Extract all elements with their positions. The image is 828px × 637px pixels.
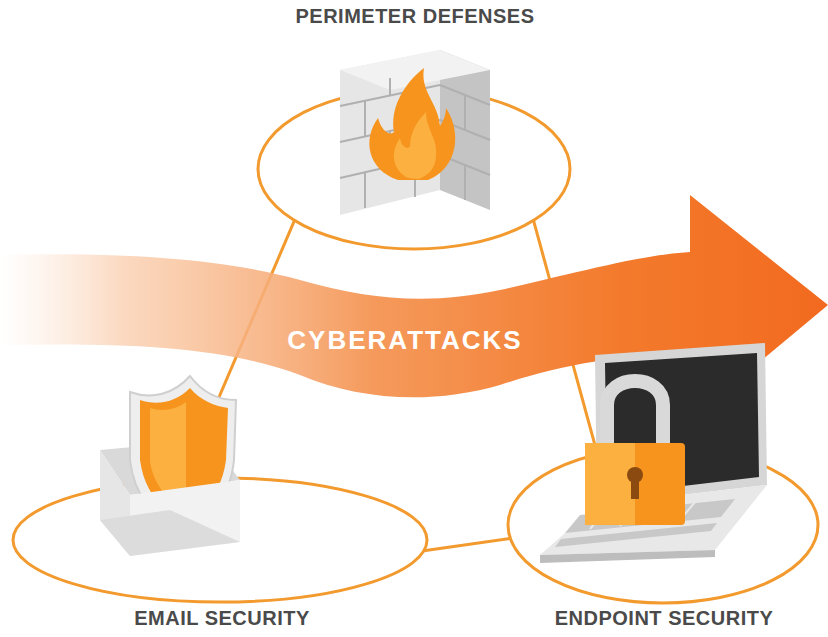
ellipse-shape [258,89,570,249]
ellipse-shape [508,447,818,603]
node-label: EMAIL SECURITY [134,606,310,630]
node-label: ENDPOINT SECURITY [555,606,774,630]
firewall-icon [320,40,510,230]
band-label: CYBERATTACKS [287,325,522,355]
connector-line [424,539,511,551]
email-shield-icon [90,370,250,560]
laptop-lock-icon [535,335,785,565]
ellipse-shape [13,478,427,602]
node-label: PERIMETER DEFENSES [295,4,534,28]
